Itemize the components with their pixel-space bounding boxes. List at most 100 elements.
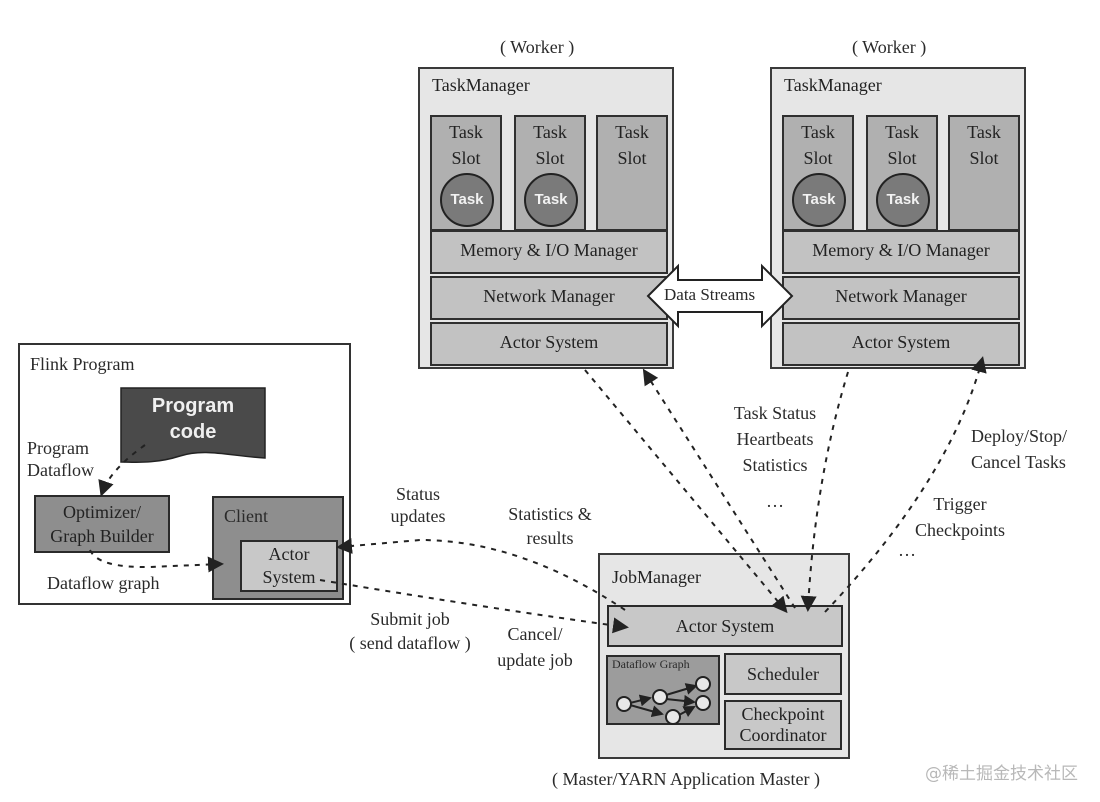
task-manager-1: TaskManager Task Slot Task Task Slot Tas… [418, 67, 674, 369]
task-slot-1: Task Slot Task [430, 115, 502, 231]
edge-label-line: Statistics [742, 455, 808, 475]
slot-label: Task [967, 122, 1001, 142]
task-slot-2: Task Slot Task [866, 115, 938, 231]
task-manager-2: TaskManager Task Slot Task Task Slot Tas… [770, 67, 1026, 369]
edge-label-line: Cancel Tasks [971, 452, 1066, 472]
worker-caption-1: ( Worker ) [500, 37, 575, 57]
slot-label: Task [801, 122, 835, 142]
statistics-results-label: Statistics & results [495, 502, 605, 550]
job-manager: JobManager Actor System Dataflow Graph S… [598, 553, 850, 759]
actor-label: System [262, 567, 316, 587]
task-slot-3: Task Slot [948, 115, 1020, 231]
dataflow-graph-title: Dataflow Graph [612, 657, 690, 671]
tm1-to-jm-edge [584, 369, 788, 614]
task-status-label: Task Status Heartbeats Statistics … [720, 400, 830, 514]
edge-label-line: Checkpoints [915, 520, 1005, 540]
task-circle: Task [876, 173, 930, 227]
program-dataflow-edge [98, 444, 146, 497]
network-manager: Network Manager [430, 276, 668, 320]
graph-node [665, 709, 681, 725]
cancel-update-label: Cancel/ update job [485, 621, 585, 673]
slot-label: Slot [969, 148, 999, 168]
dataflow-graph-edge [89, 549, 224, 573]
memory-io-manager: Memory & I/O Manager [782, 230, 1020, 274]
program-code-shape [120, 387, 266, 463]
task-slot-3: Task Slot [596, 115, 668, 231]
network-manager: Network Manager [782, 276, 1020, 320]
slot-label: Task [885, 122, 919, 142]
optimizer-label: Optimizer/ [63, 502, 141, 522]
memory-io-manager: Memory & I/O Manager [430, 230, 668, 274]
program-code: Program code [121, 393, 265, 445]
client-title: Client [224, 506, 268, 526]
slot-label: Slot [535, 148, 565, 168]
task-circle: Task [524, 173, 578, 227]
edge-label-line: Submit job [370, 609, 450, 629]
flink-program-title: Flink Program [30, 354, 135, 374]
slot-label: Task [615, 122, 649, 142]
submit-job-edge [319, 579, 629, 634]
edge-label-line: Task Status [733, 403, 817, 423]
submit-job-label: Submit job ( send dataflow ) [335, 607, 485, 655]
jm-to-tm1-edge [642, 368, 796, 609]
graph-node [652, 689, 668, 705]
edge-label-line: Trigger [933, 494, 987, 514]
optimizer-graph-builder: Optimizer/ Graph Builder [34, 495, 170, 553]
slot-label: Slot [617, 148, 647, 168]
dataflow-graph-icon [616, 676, 711, 725]
task-slot-1: Task Slot Task [782, 115, 854, 231]
program-code-line: Program [151, 395, 235, 417]
graph-node [695, 695, 711, 711]
job-manager-title: JobManager [612, 567, 701, 587]
edge-label-line: Statistics & [508, 504, 592, 524]
edge-label-line: results [526, 528, 574, 548]
scheduler: Scheduler [724, 653, 842, 695]
slot-label: Task [449, 122, 483, 142]
checkpoint-label: Checkpoint [741, 704, 825, 724]
data-streams-arrow [646, 263, 794, 329]
graph-node [616, 696, 632, 712]
checkpoint-label: Coordinator [739, 725, 827, 745]
slot-label: Slot [803, 148, 833, 168]
edge-label-line: update job [497, 650, 573, 670]
job-manager-caption: ( Master/YARN Application Master ) [552, 769, 820, 789]
trigger-checkpoints-label: Trigger Checkpoints [905, 491, 1015, 543]
optimizer-label: Graph Builder [50, 526, 154, 546]
graph-node [695, 676, 711, 692]
edge-label-line: Cancel/ [507, 624, 563, 644]
slot-label: Task [533, 122, 567, 142]
dataflow-graph-box: Dataflow Graph [606, 655, 720, 725]
task-circle: Task [440, 173, 494, 227]
client-actor-system: Actor System [240, 540, 338, 592]
edge-label-line: Deploy/Stop/ [971, 426, 1068, 446]
edge-label-line: Heartbeats [736, 429, 814, 449]
task-manager-title: TaskManager [784, 75, 882, 95]
slot-label: Slot [887, 148, 917, 168]
checkpoint-coordinator: Checkpoint Coordinator [724, 700, 842, 750]
task-circle: Task [792, 173, 846, 227]
edge-label-line: Status [395, 484, 440, 504]
worker-caption-2: ( Worker ) [852, 37, 927, 57]
slot-label: Slot [451, 148, 481, 168]
program-dataflow-line: Program [27, 438, 89, 458]
edge-label-ellipsis: … [766, 491, 784, 511]
trigger-ellipsis: … [898, 540, 916, 560]
task-slot-2: Task Slot Task [514, 115, 586, 231]
actor-system: Actor System [430, 322, 668, 366]
job-manager-actor-system: Actor System [607, 605, 843, 647]
deploy-tasks-edge [824, 356, 987, 613]
status-updates-label: Status updates [378, 483, 458, 527]
flink-program-panel: Flink Program Optimizer/ Graph Builder C… [18, 343, 351, 605]
task-manager-title: TaskManager [432, 75, 530, 95]
program-dataflow-label: Program Dataflow [27, 437, 94, 481]
program-code-line: code [169, 421, 217, 443]
actor-label: Actor [268, 544, 310, 564]
program-dataflow-line: Dataflow [27, 460, 94, 480]
edge-label-line: ( send dataflow ) [349, 633, 471, 653]
deploy-tasks-label: Deploy/Stop/ Cancel Tasks [971, 423, 1067, 475]
status-updates-edge [336, 537, 626, 611]
data-streams-label: Data Streams [664, 285, 756, 304]
edge-label-line: updates [390, 506, 446, 526]
dataflow-graph-label: Dataflow graph [47, 573, 160, 593]
